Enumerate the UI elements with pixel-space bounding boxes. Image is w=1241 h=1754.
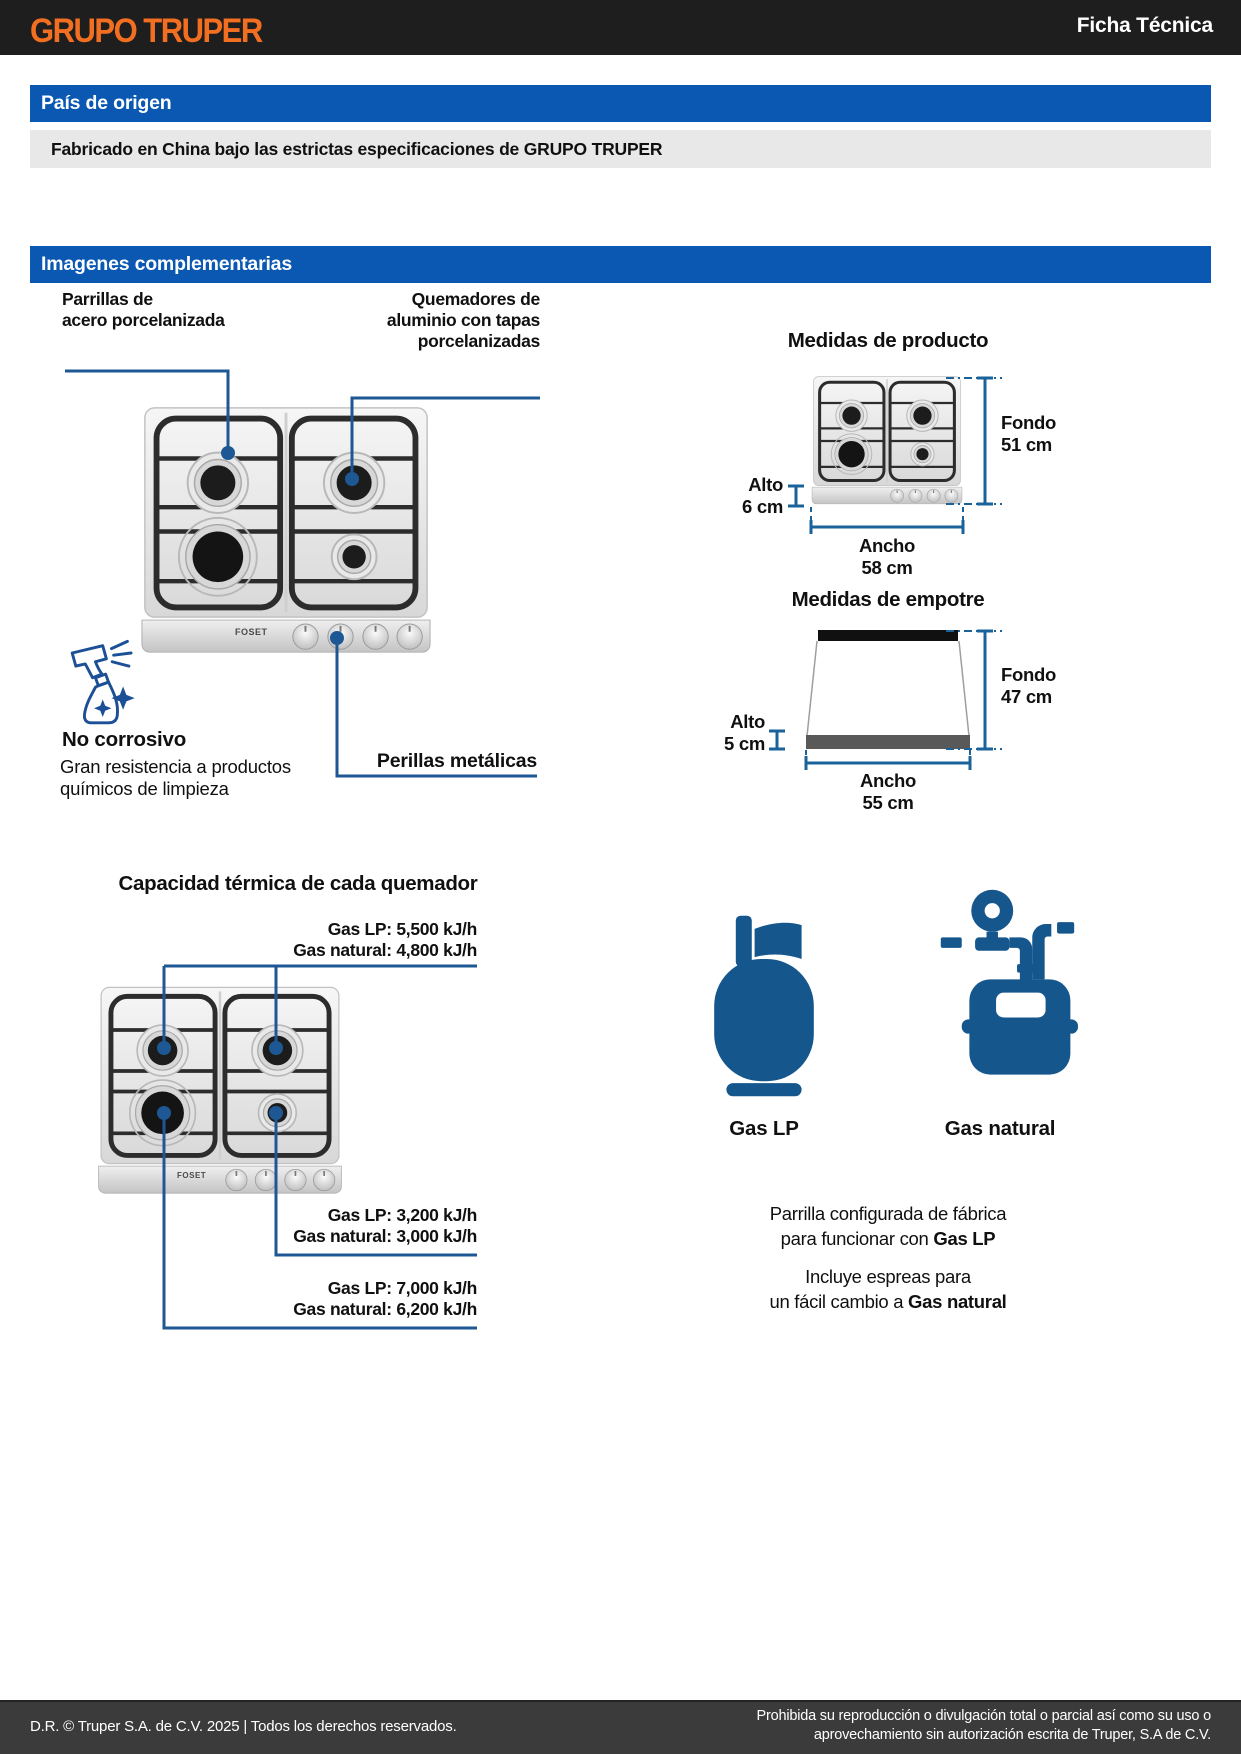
section-title-pais-de-origen: País de origen	[30, 85, 1211, 122]
espreas-text: Incluye espreas para un fácil cambio a G…	[688, 1264, 1088, 1314]
capacidad-quemador-grande: Gas LP: 7,000 kJ/h Gas natural: 6,200 kJ…	[293, 1278, 477, 1319]
gas-natural-label: Gas natural	[944, 1117, 1056, 1140]
medidas-producto-title: Medidas de producto	[787, 329, 989, 352]
espreas-line2: un fácil cambio a	[769, 1291, 909, 1312]
capacidad-title: Capacidad térmica de cada quemador	[118, 872, 478, 895]
doc-type-title: Ficha Técnica	[1076, 14, 1213, 37]
gas-config-text: Parrilla configurada de fábrica para fun…	[688, 1201, 1088, 1251]
dim-ancho-55: Ancho 55 cm	[859, 770, 917, 813]
origin-body: Fabricado en China bajo las estrictas es…	[30, 130, 1211, 168]
gas-natural-meter-icon	[940, 889, 1078, 1075]
dim-fondo-51: Fondo 51 cm	[1001, 412, 1057, 455]
footer-bar	[0, 1700, 1241, 1754]
callout-dots	[157, 446, 359, 1120]
callout-lines	[65, 369, 540, 1330]
footer-copyright: D.R. © Truper S.A. de C.V. 2025 | Todos …	[30, 1718, 457, 1735]
dim-fondo-47: Fondo 47 cm	[1001, 664, 1057, 707]
config-line2: para funcionar con	[780, 1228, 934, 1249]
callout-perillas: Perillas metálicas	[376, 750, 537, 772]
dimension-lines-empotre	[769, 629, 1002, 770]
sparkle-icons	[94, 686, 135, 717]
spray-bottle-icon	[70, 639, 135, 725]
config-line1: Parrilla configurada de fábrica	[769, 1203, 1007, 1224]
no-corrosivo-title: No corrosivo	[62, 728, 187, 751]
callout-parrillas: Parrillas de acero porcelanizada	[62, 289, 225, 330]
foset-logo: FOSET	[177, 1171, 207, 1180]
no-corrosivo-body: Gran resistencia a productos químicos de…	[60, 756, 291, 799]
footer-legal: Prohibida su reproducción o divulgación …	[756, 1708, 1211, 1743]
gas-lp-tank-icon	[714, 915, 814, 1097]
foset-logo: FOSET	[235, 627, 268, 637]
capacidad-quemador-chico: Gas LP: 3,200 kJ/h Gas natural: 3,000 kJ…	[293, 1205, 477, 1246]
espreas-line1: Incluye espreas para	[805, 1266, 971, 1287]
dim-ancho-58: Ancho 58 cm	[858, 535, 916, 578]
medidas-empotre-title: Medidas de empotre	[791, 588, 985, 611]
callout-quemadores: Quemadores de aluminio con tapas porcela…	[386, 289, 540, 351]
grupo-truper-logo: GRUPO TRUPER	[30, 11, 263, 50]
espreas-gas-natural-bold: Gas natural	[908, 1291, 1007, 1312]
config-gas-lp-bold: Gas LP	[933, 1228, 996, 1249]
gas-lp-label: Gas LP	[729, 1117, 799, 1140]
section-title-imagenes: Imagenes complementarias	[30, 246, 1211, 283]
capacidad-quemador-superior: Gas LP: 5,500 kJ/h Gas natural: 4,800 kJ…	[293, 919, 477, 960]
dim-alto-6: Alto 6 cm	[742, 474, 783, 517]
empotre-diagram	[806, 630, 970, 749]
header-bar	[0, 0, 1241, 55]
dimension-lines-producto	[788, 376, 1002, 534]
dim-alto-5: Alto 5 cm	[724, 711, 765, 754]
